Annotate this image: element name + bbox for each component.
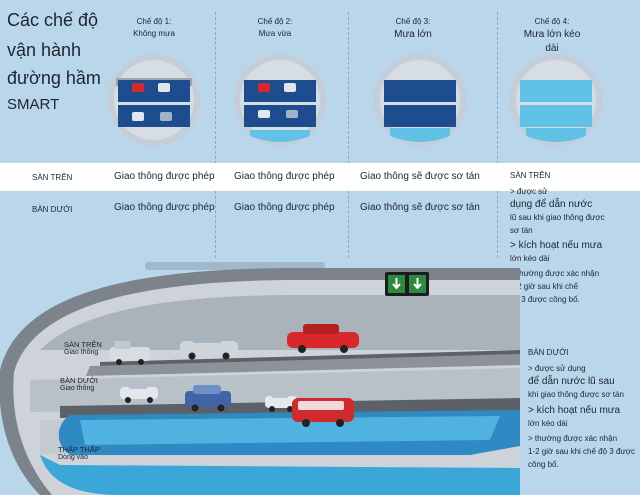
title-line-1: Các chế độ — [7, 10, 99, 30]
mode-4-line-7: > thường được xác nhận — [510, 269, 600, 278]
lower-note-line-6: > thường được xác nhận — [528, 434, 618, 443]
blurred-caption — [145, 262, 325, 270]
tunnel-upper-sub: Giao thông — [64, 349, 99, 356]
mode-3-lower: Giao thông sẽ được sơ tán — [360, 202, 480, 213]
mode-2-circle — [234, 54, 326, 146]
tunnel-illustration — [0, 262, 520, 495]
lower-note-line-4: > kích hoạt nếu mưa — [528, 405, 621, 416]
mode-4-line-4: sơ tán — [510, 226, 533, 235]
lower-note-title: BÀN DƯỚI — [528, 348, 569, 357]
title-line-3: đường hầm — [7, 68, 101, 88]
truck-icon — [110, 341, 150, 365]
mode-circles — [108, 54, 602, 146]
tunnel-upper-label: SÀN TRÊN Giao thông — [64, 340, 102, 356]
car-silver-icon — [180, 334, 238, 360]
upper-row-band — [0, 163, 640, 191]
mode-4-line-6: lớn kéo dài — [510, 254, 550, 263]
car-small-white-icon — [265, 391, 297, 412]
tunnel-lower-label-text: BÀN DƯỚI — [60, 376, 98, 385]
mode-1-desc: Không mưa — [133, 29, 175, 38]
mode-1-circle — [108, 54, 200, 146]
mode-4-line-8: 1-2 giờ sau khi chế — [510, 282, 578, 291]
mode-1-upper: Giao thông được phép — [114, 171, 215, 182]
lower-note-line-8: công bố. — [528, 460, 559, 469]
lower-note-line-7: 1-2 giờ sau khi chế độ 3 được — [528, 447, 636, 456]
mode-1-lower: Giao thông được phép — [114, 202, 215, 213]
tunnel-bottom-sub: Dòng vào — [58, 454, 88, 461]
mode-3-name: Chế độ 3: — [395, 17, 431, 26]
mode-2-desc: Mưa vừa — [258, 29, 292, 38]
row-label-upper: SÀN TRÊN — [32, 173, 73, 182]
mode-1-header: Chế độ 1: Không mưa — [94, 16, 214, 40]
mode-3-circle — [374, 54, 466, 146]
row-label-lower: BÀN DƯỚI — [32, 205, 73, 214]
title-line-2: vận hành — [7, 40, 82, 60]
tunnel-bottom-label-text: THẤP THẤP — [58, 445, 100, 454]
mode-2-upper: Giao thông được phép — [234, 171, 335, 182]
lower-note-line-3: khi giao thông được sơ tán — [528, 390, 624, 399]
mode-4-upper-label: SÀN TRÊN — [510, 171, 551, 180]
mode-4-line-2: dụng để dẫn nước — [510, 199, 593, 210]
lower-deck-note: BÀN DƯỚI > được sử dụng để dẫn nước lũ s… — [528, 346, 638, 471]
mode-3-upper: Giao thông sẽ được sơ tán — [360, 171, 480, 182]
mode-4-line-3: lũ sau khi giao thông được — [510, 213, 605, 222]
lane-signal-icon — [385, 272, 429, 296]
mode-1-name: Chế độ 1: — [136, 17, 172, 26]
tunnel-upper-label-text: SÀN TRÊN — [64, 340, 102, 349]
tunnel-lower-sub: Giao thông — [60, 385, 95, 392]
mode-2-name: Chế độ 2: — [257, 17, 293, 26]
divider-3 — [497, 12, 498, 258]
mode-2-header: Chế độ 2: Mưa vừa — [215, 16, 335, 40]
title-line-4: SMART — [7, 96, 60, 113]
car-red-icon — [287, 324, 359, 353]
divider-2 — [348, 12, 349, 258]
tunnel-lower-label: BÀN DƯỚI Giao thông — [60, 376, 98, 392]
car-white-icon — [120, 381, 158, 403]
mode-4-line-1: > được sử — [510, 187, 548, 196]
mode-2-lower: Giao thông được phép — [234, 202, 335, 213]
van-red-icon — [292, 398, 354, 427]
mode-4-header: Chế độ 4: Mưa lớn kéo dài — [492, 16, 612, 56]
mode-4-desc: Mưa lớn kéo dài — [523, 29, 581, 54]
tunnel-bottom-label: THẤP THẤP Dòng vào — [58, 445, 100, 461]
mode-4-line-5: > kích hoạt nếu mưa — [510, 240, 603, 251]
mode-3-desc: Mưa lớn — [394, 29, 432, 40]
lower-note-line-1: > được sử dụng — [528, 364, 586, 373]
lower-note-line-5: lớn kéo dài — [528, 419, 568, 428]
mode-4-circle — [510, 54, 602, 146]
divider-1 — [215, 12, 216, 258]
car-blue-icon — [185, 385, 231, 412]
mode-4-line-9: độ 3 được công bố. — [510, 295, 580, 304]
mode-4-note: SÀN TRÊN > được sử dụng để dẫn nước lũ s… — [510, 169, 636, 306]
mode-4-name: Chế độ 4: — [534, 17, 570, 26]
mode-3-header: Chế độ 3: Mưa lớn — [353, 16, 473, 42]
lower-note-line-2: để dẫn nước lũ sau — [528, 376, 615, 387]
